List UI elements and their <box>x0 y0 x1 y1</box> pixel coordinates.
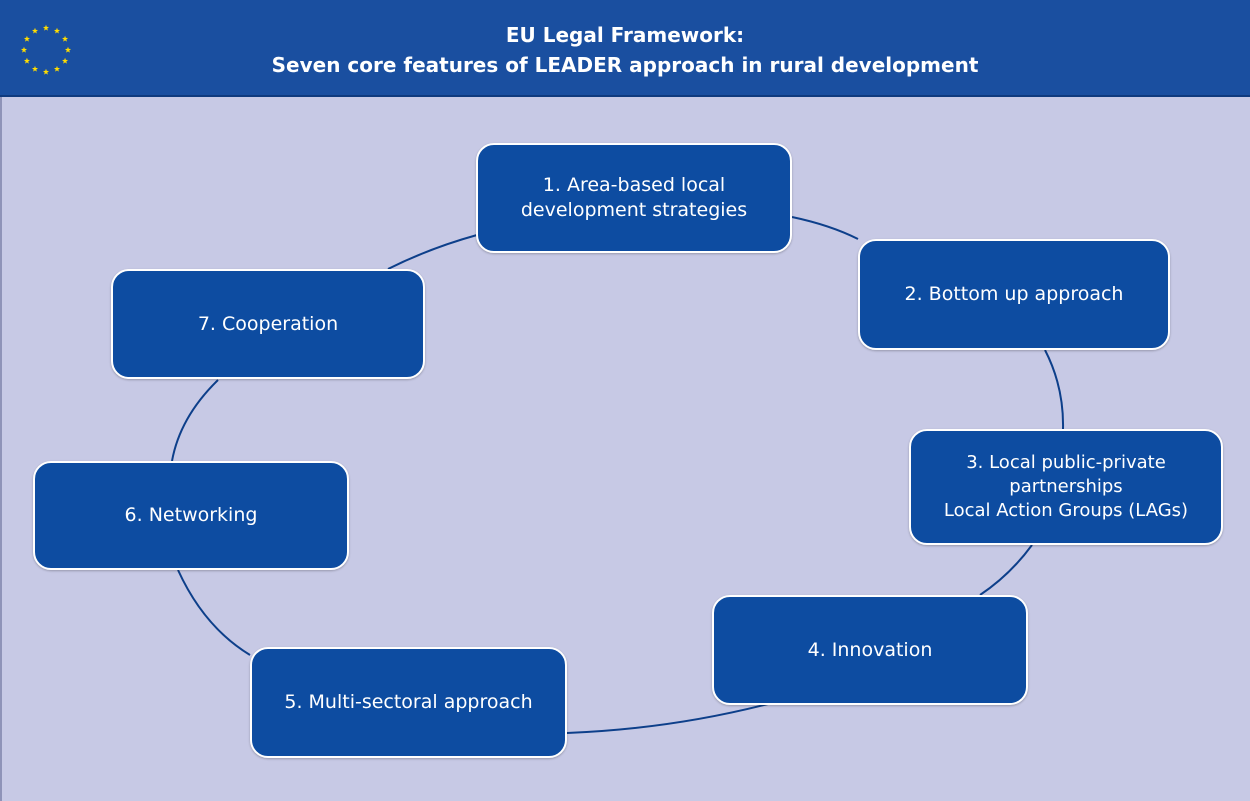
edge-n7-n1 <box>387 234 478 270</box>
flag-star <box>31 27 39 34</box>
edge-n4-n5 <box>566 703 769 734</box>
header-bar: EU Legal Framework: Seven core features … <box>0 0 1250 97</box>
flag-star <box>42 24 50 31</box>
diagram-canvas: 1. Area-based local development strategi… <box>0 97 1250 801</box>
node-label: 1. Area-based local development strategi… <box>520 174 748 221</box>
page-title: EU Legal Framework: Seven core features … <box>0 20 1250 80</box>
flag-star <box>20 46 28 53</box>
node-label: 7. Cooperation <box>197 312 339 335</box>
edge-n5-n6 <box>177 569 251 656</box>
diagram-links <box>171 216 1065 734</box>
node-label: 4. Innovation <box>807 638 933 661</box>
edge-n6-n7 <box>171 379 219 462</box>
flag-star <box>62 35 69 42</box>
title-line-1: EU Legal Framework: <box>505 23 745 47</box>
flag-star <box>23 35 30 42</box>
node-multi-sectoral-approach[interactable]: 5. Multi-sectoral approach <box>250 647 567 758</box>
edge-n1-n2 <box>791 216 859 240</box>
node-innovation[interactable]: 4. Innovation <box>712 595 1028 705</box>
title-line-2: Seven core features of LEADER approach i… <box>271 53 979 77</box>
node-networking[interactable]: 6. Networking <box>33 461 349 570</box>
flag-star <box>64 46 72 53</box>
node-label: 6. Networking <box>124 504 258 526</box>
eu-flag-icon <box>20 24 72 75</box>
flag-star <box>53 27 61 34</box>
node-bottom-up-approach[interactable]: 2. Bottom up approach <box>858 239 1170 350</box>
node-label: 5. Multi-sectoral approach <box>284 691 533 713</box>
flag-star <box>53 65 61 72</box>
canvas-left-border <box>0 97 2 801</box>
flag-star <box>23 57 30 64</box>
edge-n2-n3 <box>1044 349 1065 430</box>
edge-n3-n4 <box>979 544 1033 596</box>
node-area-based-strategies[interactable]: 1. Area-based local development strategi… <box>476 143 792 253</box>
node-cooperation[interactable]: 7. Cooperation <box>111 269 425 379</box>
flag-star <box>42 68 50 75</box>
node-local-partnerships[interactable]: 3. Local public-private partnerships Loc… <box>909 429 1223 545</box>
flag-star <box>62 57 69 64</box>
flag-star <box>31 65 39 72</box>
node-label: 3. Local public-private partnerships Loc… <box>943 452 1189 521</box>
node-label: 2. Bottom up approach <box>904 283 1124 305</box>
